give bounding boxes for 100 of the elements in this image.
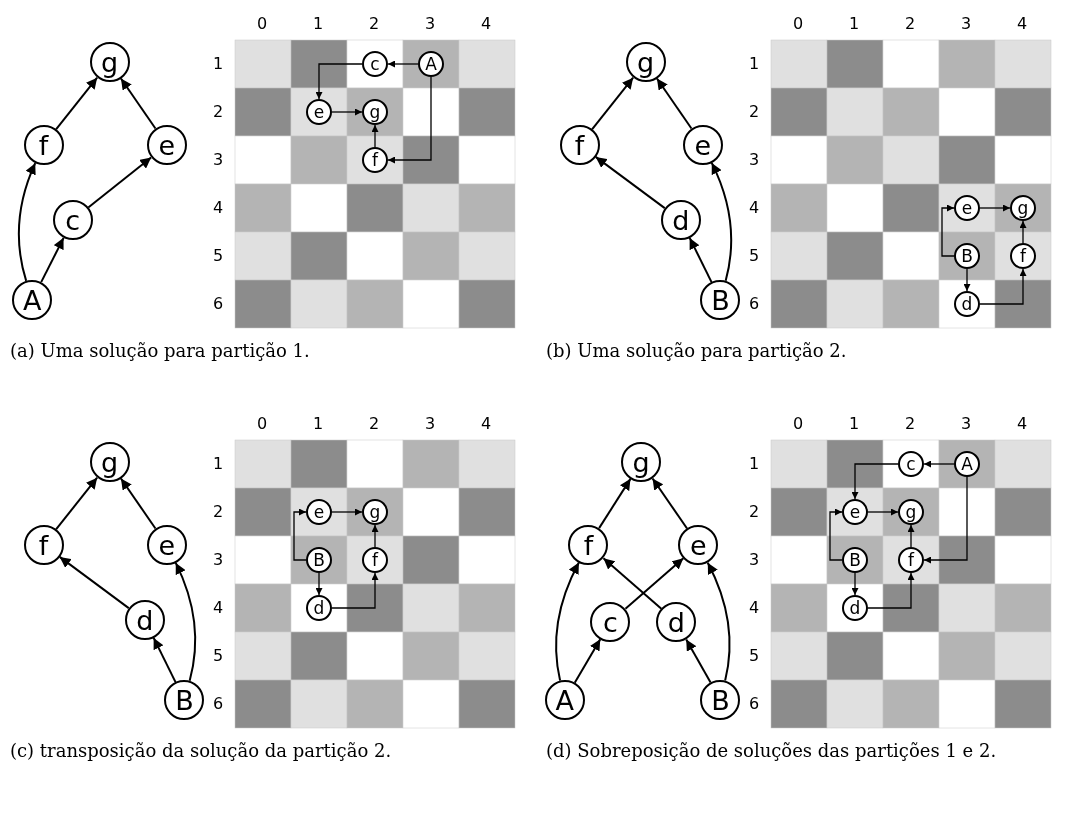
arrow — [58, 555, 130, 610]
arrow — [17, 162, 37, 282]
row-number: 3 — [213, 150, 224, 169]
arrow — [602, 557, 663, 610]
arrow — [573, 638, 602, 684]
graph-node: e — [146, 125, 187, 165]
column-number: 4 — [1017, 14, 1028, 33]
row-number: 4 — [213, 598, 224, 617]
graph-node: c — [590, 602, 631, 642]
column-number: 0 — [257, 414, 268, 433]
graph-node: d — [656, 602, 697, 642]
graph-node: c — [52, 200, 93, 240]
arrow — [867, 508, 899, 516]
arrow — [315, 63, 363, 100]
column-number: 1 — [313, 14, 324, 33]
arrow — [331, 508, 363, 516]
graph-node: f — [23, 125, 64, 165]
column-number: 3 — [425, 14, 436, 33]
arrow — [331, 108, 363, 116]
arrow — [1019, 220, 1027, 244]
arrow — [688, 236, 713, 284]
arrow — [293, 508, 307, 561]
arrow — [923, 460, 955, 468]
graph-node: B — [164, 680, 205, 720]
graph-node: f — [559, 125, 600, 165]
column-number: 0 — [793, 14, 804, 33]
column-number: 4 — [481, 14, 492, 33]
arrow — [40, 236, 65, 284]
arrow — [651, 477, 689, 530]
graph-node: B — [700, 680, 741, 720]
graph-node: d — [124, 600, 165, 640]
column-number: 2 — [905, 14, 916, 33]
column-number: 3 — [425, 414, 436, 433]
caption: (c) transposição da solução da partição 2. — [10, 740, 393, 761]
arrow — [685, 638, 712, 684]
arrow — [87, 156, 153, 209]
arrow — [624, 557, 685, 610]
graph-node: g — [621, 442, 662, 482]
row-number: 6 — [749, 294, 760, 313]
column-number: 2 — [369, 14, 380, 33]
column-number: 3 — [961, 14, 972, 33]
arrow — [710, 161, 733, 282]
graph-node: A — [544, 680, 585, 720]
arrow — [598, 477, 632, 530]
column-number: 2 — [905, 414, 916, 433]
graph-node: f — [568, 525, 609, 565]
arrow — [979, 204, 1011, 212]
arrow — [315, 572, 323, 596]
graph-node: e — [682, 125, 723, 165]
arrow — [867, 572, 915, 609]
graph-node: f — [23, 525, 64, 565]
arrow — [979, 268, 1027, 305]
arrow — [119, 77, 157, 130]
row-number: 5 — [749, 246, 760, 265]
row-number: 1 — [749, 454, 760, 473]
column-number: 2 — [369, 414, 380, 433]
arrow — [55, 76, 99, 131]
graph-node: A — [12, 280, 53, 320]
row-number: 2 — [213, 502, 224, 521]
column-number: 0 — [257, 14, 268, 33]
column-number: 3 — [961, 414, 972, 433]
arrow — [591, 76, 635, 131]
arrow — [907, 524, 915, 548]
arrow — [119, 477, 157, 530]
graph-node: e — [678, 525, 719, 565]
row-number: 6 — [213, 694, 224, 713]
arrow — [655, 77, 693, 130]
arrow — [941, 204, 955, 257]
caption: (d) Sobreposição de soluções das partições 1 e 2. — [546, 740, 998, 761]
row-number: 6 — [749, 694, 760, 713]
arrow — [387, 76, 432, 164]
row-number: 4 — [213, 198, 224, 217]
row-number: 4 — [749, 598, 760, 617]
arrow — [851, 463, 899, 500]
arrow — [923, 476, 968, 564]
graph-node: d — [660, 200, 701, 240]
row-number: 3 — [749, 550, 760, 569]
row-number: 6 — [213, 294, 224, 313]
row-number: 2 — [749, 102, 760, 121]
arrow — [594, 155, 666, 210]
graph-node: g — [89, 442, 130, 482]
row-number: 3 — [749, 150, 760, 169]
column-number: 4 — [481, 414, 492, 433]
column-number: 1 — [849, 414, 860, 433]
row-number: 5 — [749, 646, 760, 665]
row-number: 4 — [749, 198, 760, 217]
arrow — [331, 572, 379, 609]
row-number: 5 — [213, 646, 224, 665]
column-number: 0 — [793, 414, 804, 433]
row-number: 5 — [213, 246, 224, 265]
caption: (a) Uma solução para partição 1. — [10, 340, 311, 361]
arrow — [963, 268, 971, 292]
graph-node: g — [89, 42, 130, 82]
arrow — [706, 561, 731, 682]
arrow — [174, 561, 197, 682]
arrow — [387, 60, 419, 68]
arrow — [55, 476, 99, 531]
arrow — [555, 561, 580, 682]
arrow — [371, 524, 379, 548]
column-number: 1 — [313, 414, 324, 433]
